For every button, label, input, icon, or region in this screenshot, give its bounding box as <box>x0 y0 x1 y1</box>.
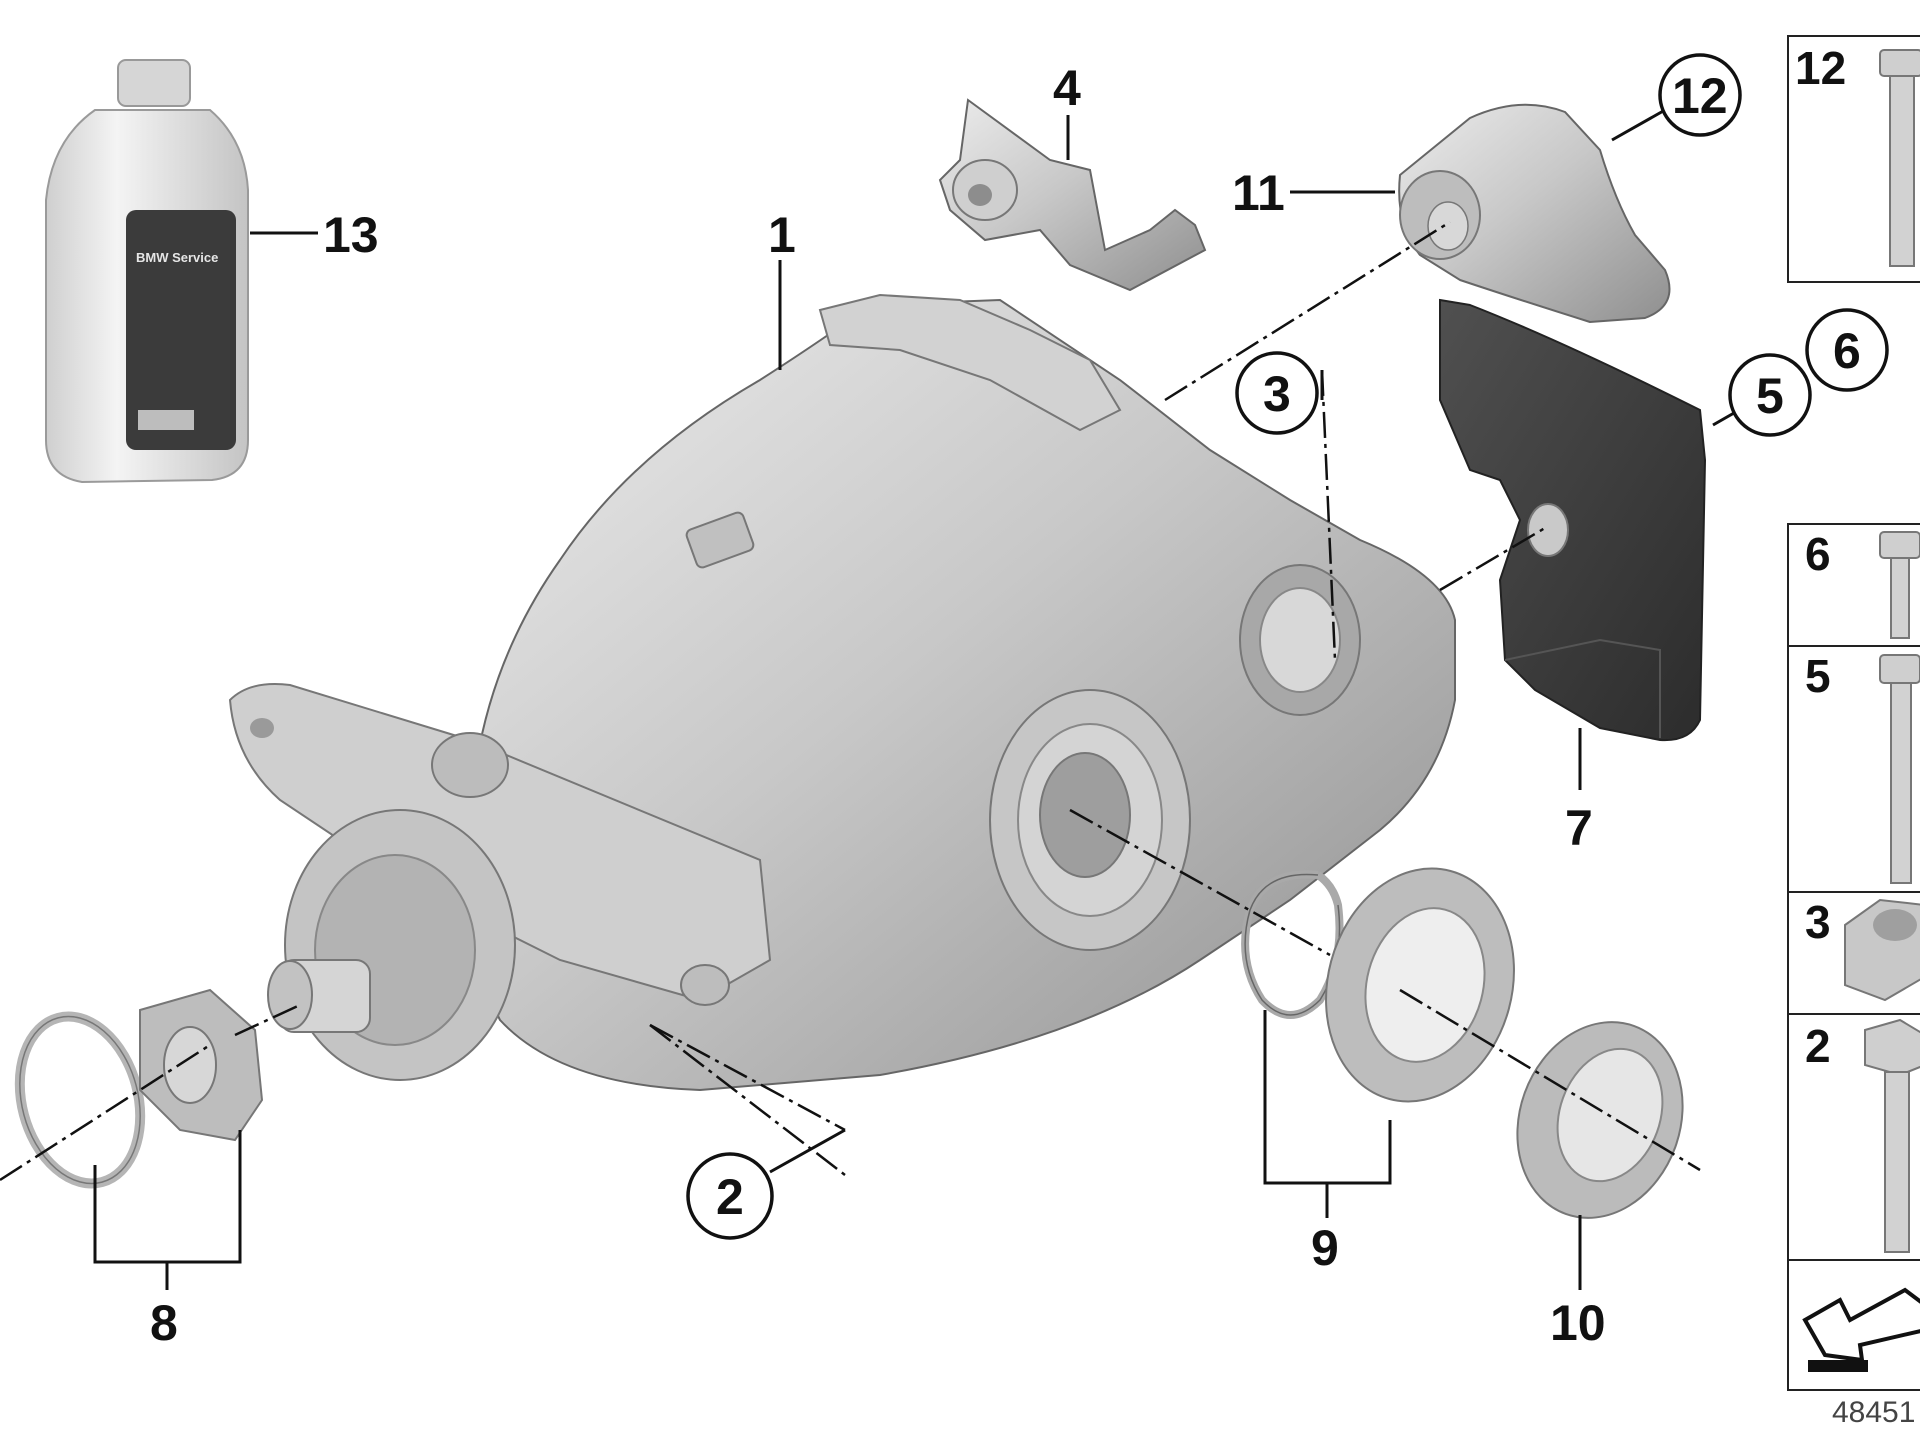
panel-label-2: 2 <box>1805 1020 1831 1072</box>
housing-plug <box>685 511 755 569</box>
bolt-12-icon <box>1879 49 1920 267</box>
housing-upper-rib <box>818 293 1122 432</box>
arm-bolt-boss <box>680 964 730 1006</box>
input-shaft-end <box>267 960 313 1030</box>
circle-5 <box>1728 353 1812 437</box>
bottle-cap <box>117 59 191 107</box>
bracket-body <box>938 98 1207 292</box>
rear-mount-7 <box>1439 298 1707 742</box>
panel-label-12: 12 <box>1795 42 1846 94</box>
sealing-ring-edge <box>19 1015 141 1185</box>
circle-6 <box>1805 308 1889 392</box>
bolt-6-icon <box>1879 531 1920 639</box>
callout-13: 13 <box>323 207 379 263</box>
circle-3 <box>1235 351 1319 435</box>
callout-3: 3 <box>1263 366 1291 422</box>
callout-10: 10 <box>1550 1295 1606 1351</box>
bottle-label-panel <box>126 210 236 450</box>
circle-12 <box>1658 53 1742 137</box>
sealing-ring <box>14 1011 146 1189</box>
panel-label-5: 5 <box>1805 650 1831 702</box>
callout-5: 5 <box>1756 368 1784 424</box>
left-arm-hole <box>250 718 274 738</box>
callout-2: 2 <box>716 1169 744 1225</box>
callout-11: 11 <box>1232 165 1285 221</box>
callout-8: 8 <box>150 1295 178 1351</box>
bottle-label-text: BMW Service <box>136 250 218 265</box>
callout-1: 1 <box>768 207 796 263</box>
callout-9: 9 <box>1311 1220 1339 1276</box>
callout-labels: 13 1 4 11 7 8 9 10 <box>150 60 1606 1351</box>
callout-12: 12 <box>1672 68 1728 124</box>
rear-mount-lower-step <box>1504 638 1661 738</box>
callout-6: 6 <box>1833 323 1861 379</box>
panel-label-3: 3 <box>1805 896 1831 948</box>
seal-and-nut-8 <box>14 988 264 1189</box>
rear-mount-body <box>1439 298 1707 742</box>
document-id: 48451 <box>1832 1396 1915 1429</box>
adjusting-ring-10 <box>1516 1021 1684 1219</box>
circled-callouts: 12 6 5 3 2 <box>686 53 1889 1240</box>
bottle-label-barcode <box>138 410 194 430</box>
nut-3-icon <box>1844 898 1920 1002</box>
bracket-bushing-hole <box>968 184 992 206</box>
rear-mount-stud <box>1527 503 1569 557</box>
orientation-arrow-icon <box>1802 1287 1920 1372</box>
assembly-lines <box>0 220 1701 1182</box>
mount-top-body <box>1398 103 1671 324</box>
collar-nut-bore <box>163 1026 217 1104</box>
fastener-side-panel: 12 6 5 3 2 <box>1787 35 1920 1391</box>
housing-left-arm <box>228 683 772 1002</box>
oil-bottle-13: BMW Service <box>45 59 249 484</box>
shaft-seal-9 <box>1325 867 1515 1103</box>
panel-label-6: 6 <box>1805 528 1831 580</box>
rubber-mount-11 <box>1398 103 1671 324</box>
circle-2 <box>686 1152 774 1240</box>
bolt-2-icon <box>1864 1018 1920 1253</box>
output-flange-bore <box>1039 752 1131 878</box>
callout-4: 4 <box>1053 60 1081 116</box>
housing-window-inner <box>1259 587 1341 693</box>
housing-boss <box>431 732 509 798</box>
callout-leaders <box>93 108 1749 1290</box>
mount-top-bushing-core <box>1427 201 1469 251</box>
callout-7: 7 <box>1565 800 1593 856</box>
differential-housing-1 <box>228 293 1456 1092</box>
bracket-4 <box>938 98 1207 292</box>
bolt-5-icon <box>1879 654 1920 884</box>
